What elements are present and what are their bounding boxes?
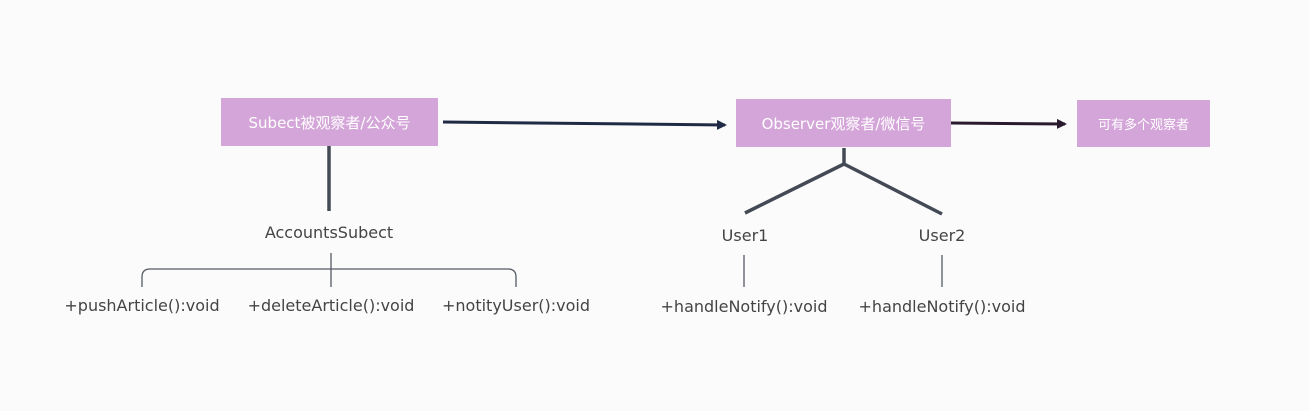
accounts-subject-label: AccountsSubect <box>264 223 394 242</box>
multiple-observers-label: 可有多个观察者 <box>1097 118 1189 133</box>
multiple-observers-node[interactable]: 可有多个观察者 <box>1077 100 1210 147</box>
subject-to-observer-arrow <box>442 119 727 130</box>
observer-fork-lines <box>744 148 943 216</box>
user2-handle-notify-method: +handleNotify():void <box>858 297 1026 316</box>
delete-article-method: +deleteArticle():void <box>247 296 415 315</box>
observer-to-multiple-arrow <box>950 118 1067 129</box>
subject-node[interactable]: Subect被观察者/公众号 <box>221 98 438 146</box>
observer-node-label: Observer观察者/微信号 <box>761 114 926 133</box>
user1-label: User1 <box>721 226 769 245</box>
methods-brace <box>141 253 517 287</box>
user2-label: User2 <box>918 226 966 245</box>
notify-user-method: +notityUser():void <box>442 296 590 315</box>
user1-handle-notify-method: +handleNotify():void <box>660 297 828 316</box>
subject-node-label: Subect被观察者/公众号 <box>248 113 411 132</box>
push-article-method: +pushArticle():void <box>64 296 220 315</box>
observer-node[interactable]: Observer观察者/微信号 <box>736 99 951 147</box>
